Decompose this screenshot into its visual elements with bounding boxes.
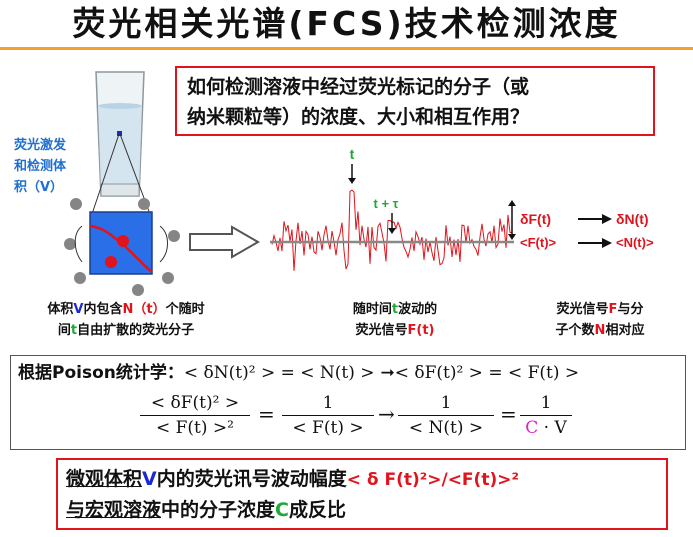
detection-volume-illustration — [64, 71, 180, 296]
poisson-eq-n: < δN(t)² > = < N(t) > — [183, 363, 375, 383]
mean-f-label: <F(t)> — [520, 235, 557, 250]
caption-text: 个随时 — [165, 302, 205, 317]
delta-f-label: δF(t) — [520, 211, 551, 227]
implies-arrow-icon: ➞ — [380, 363, 395, 383]
fraction-numerator: 1 — [322, 393, 334, 413]
mean-n-label: <N(t)> — [616, 235, 654, 250]
fraction-variance-ratio: < δF(t)² > < F(t) >² — [140, 392, 250, 439]
caption-volume: 体积V内包含N（t）个随时 间t自由扩散的荧光分子 — [6, 299, 246, 341]
caption-text: 子个数 — [555, 323, 595, 338]
question-line-1: 如何检测溶液中经过荧光标记的分子（或 — [187, 76, 530, 98]
conclusion-line-1: 微观体积V内的荧光讯号波动幅度< δ F(t)²>/<F(t)>² — [66, 464, 658, 495]
time-t-tau-label: t + τ — [374, 196, 399, 211]
caption-text: 随时间 — [352, 302, 392, 317]
fraction-inverse-n: 1 < N(t) > — [398, 392, 494, 439]
caption-text: 自由扩散的荧光分子 — [77, 323, 195, 338]
conclusion-text: 成反比 — [288, 499, 346, 521]
molecule-inside-1 — [117, 235, 129, 247]
formula-box — [10, 355, 686, 450]
fraction-denominator: < F(t) >² — [155, 418, 234, 438]
conclusion-box: 微观体积V内的荧光讯号波动幅度< δ F(t)²>/<F(t)>² 与宏观溶液中… — [56, 458, 668, 530]
caption-text: 波动的 — [398, 302, 438, 317]
arrow-f-n-icon — [602, 238, 612, 248]
fraction-denominator: < F(t) > — [292, 418, 364, 438]
molecule-inside-2 — [105, 256, 117, 268]
caption-v: V — [73, 302, 84, 317]
fraction-numerator: 1 — [540, 393, 552, 413]
fraction-denominator: < N(t) > — [408, 418, 484, 438]
diffusion-arrow-right — [159, 225, 168, 263]
caption-text: 与分 — [617, 302, 644, 317]
question-box: 如何检测溶液中经过荧光标记的分子（或 纳米颗粒等）的浓度、大小和相互作用？ — [175, 66, 655, 136]
caption-signal: 随时间t波动的 荧光信号F(t) — [310, 299, 480, 341]
page-title: 荧光相关光谱(FCS)技术检测浓度 — [72, 4, 621, 43]
caption-correspondence: 荧光信号F与分 子个数N相对应 — [520, 299, 680, 341]
caption-f: F(t) — [407, 323, 435, 338]
question-line-2: 纳米颗粒等）的浓度、大小和相互作用？ — [187, 106, 530, 128]
molecules-outside — [64, 198, 180, 296]
conclusion-text: 与宏观溶液 — [66, 499, 162, 521]
conclusion-text: 内的荧光讯号波动幅度 — [156, 468, 347, 490]
arrow-df-dn-icon — [602, 214, 612, 224]
conclusion-text: 中的分子浓度 — [161, 499, 276, 521]
poisson-eq-f: < δF(t)² > = < F(t) > — [394, 363, 580, 383]
caption-text: 体积 — [47, 302, 74, 317]
conclusion-c: C — [275, 499, 289, 521]
signal-correspondence: δF(t) δN(t) <F(t)> <N(t)> — [508, 200, 654, 250]
fraction-numerator: < δF(t)² > — [150, 393, 240, 413]
caption-t: t — [391, 302, 399, 317]
conclusion-line-2: 与宏观溶液中的分子浓度C成反比 — [66, 495, 658, 525]
time-t-label: t — [350, 146, 355, 162]
fraction-inverse-cv: 1 C · V — [520, 392, 572, 439]
zoom-line-left — [91, 133, 120, 215]
caption-t: t — [70, 323, 78, 338]
conclusion-text: 微观体积 — [66, 468, 143, 490]
caption-text: 间 — [57, 323, 71, 338]
poisson-prefix: 根据Poison统计学： — [18, 363, 184, 383]
time-t-tau-arrowhead — [388, 228, 396, 234]
right-arrow-icon — [189, 225, 260, 259]
focal-point — [117, 131, 122, 136]
concentration-c: C — [525, 418, 539, 438]
fluorescence-signal-trace: t t + τ — [270, 146, 514, 271]
volume-label-line-3: 积（V） — [14, 180, 64, 195]
time-t-arrowhead — [348, 178, 356, 184]
delta-n-label: δN(t) — [616, 211, 649, 227]
volume-label-line-1: 荧光激发 — [14, 138, 67, 153]
volume-label-line-2: 和检测体 — [14, 159, 67, 174]
fraction-inverse-f: 1 < F(t) > — [282, 392, 374, 439]
caption-text: 荧光信号 — [556, 302, 609, 317]
conclusion-v: V — [142, 468, 157, 490]
caption-text: 荧光信号 — [355, 323, 408, 338]
volume-v: · V — [538, 418, 567, 438]
poisson-statement: 根据Poison统计学：< δN(t)² > = < N(t) > ➞< δF(… — [18, 360, 688, 386]
caption-f: F — [608, 302, 618, 317]
fraction-denominator: C · V — [520, 417, 572, 439]
right-arrow-icon: → — [378, 402, 395, 426]
caption-text: 内包含 — [83, 302, 123, 317]
volume-label: 荧光激发 和检测体 积（V） — [14, 135, 94, 198]
equals-sign: = — [500, 402, 517, 426]
diffusion-arrow-left — [74, 225, 83, 263]
title-underline — [0, 47, 693, 50]
caption-text: 相对应 — [605, 323, 645, 338]
caption-n: N（t） — [122, 302, 166, 317]
equals-sign: = — [258, 402, 275, 426]
conclusion-expression: < δ F(t)²>/<F(t)>² — [346, 470, 519, 490]
caption-n: N — [594, 323, 606, 338]
fraction-numerator: 1 — [440, 393, 452, 413]
